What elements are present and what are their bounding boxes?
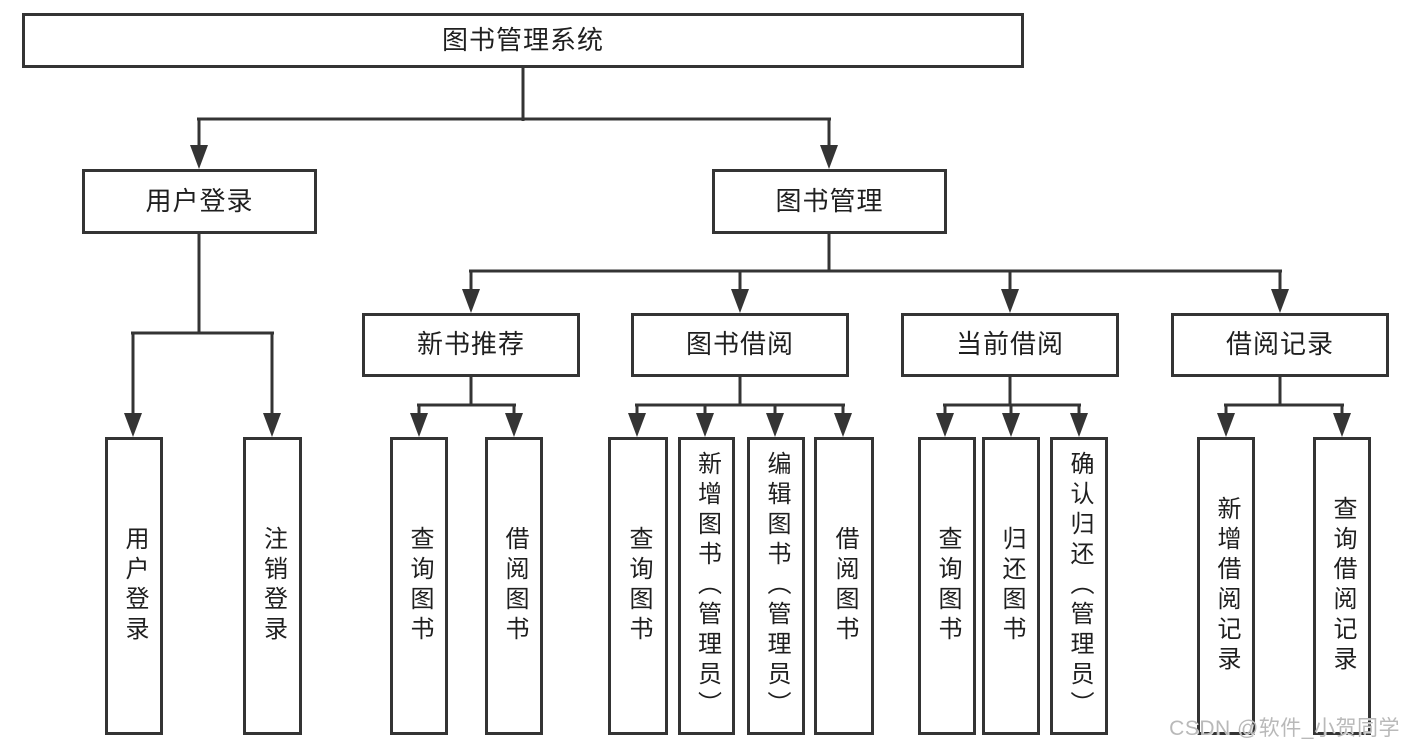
node-current-borrow: 当前借阅 [901, 313, 1119, 377]
connector-root-to-level2 [190, 68, 838, 169]
node-user-login: 用户登录 [82, 169, 317, 234]
node-leaf-borrow-query-books: 查询图书 [608, 437, 668, 735]
node-leaf-user-login: 用户登录 [105, 437, 163, 735]
node-leaf-logout: 注销登录 [243, 437, 302, 735]
node-leaf-recommend-borrow-books: 借阅图书 [485, 437, 543, 735]
node-leaf-borrow-add-books-admin: 新增图书（管理员） [678, 437, 735, 735]
node-library-management-system: 图书管理系统 [22, 13, 1024, 68]
node-leaf-current-query-books: 查询图书 [918, 437, 976, 735]
connector-current-to-leaves [936, 376, 1088, 437]
node-book-borrow: 图书借阅 [631, 313, 849, 377]
node-leaf-borrow-borrow-books: 借阅图书 [814, 437, 874, 735]
node-leaf-recommend-query-books: 查询图书 [390, 437, 448, 735]
node-book-management: 图书管理 [712, 169, 947, 234]
node-leaf-current-return-books: 归还图书 [982, 437, 1040, 735]
node-borrow-records: 借阅记录 [1171, 313, 1389, 377]
connector-recommend-to-leaves [410, 376, 523, 437]
connector-borrow-to-leaves [628, 376, 852, 437]
node-leaf-records-add-record: 新增借阅记录 [1197, 437, 1255, 735]
node-new-book-recommend: 新书推荐 [362, 313, 580, 377]
connector-user-login-to-leaves [124, 234, 281, 437]
node-leaf-records-query-record: 查询借阅记录 [1313, 437, 1371, 735]
node-leaf-borrow-edit-books-admin: 编辑图书（管理员） [747, 437, 805, 735]
connector-book-management-to-level3 [462, 233, 1289, 313]
connector-records-to-leaves [1217, 376, 1351, 437]
node-leaf-current-confirm-return-admin: 确认归还（管理员） [1050, 437, 1108, 735]
